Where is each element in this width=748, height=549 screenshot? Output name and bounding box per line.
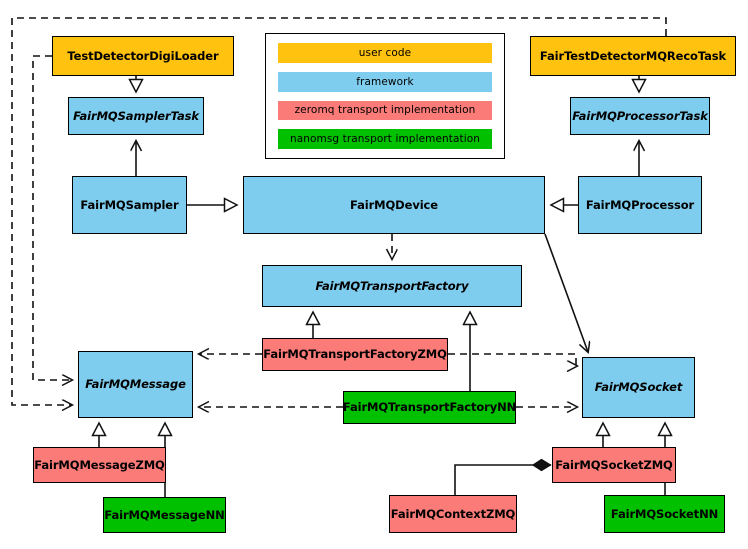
class-node-fairmqtransportfactoryzmq[interactable]: FairMQTransportFactoryZMQ (262, 338, 448, 371)
legend-item-framework: framework (278, 71, 492, 92)
class-node-fairmqmessagenn[interactable]: FairMQMessageNN (103, 497, 226, 533)
legend-item-zeromq: zeromq transport implementation (278, 100, 492, 121)
class-node-fairmqsocketnn[interactable]: FairMQSocketNN (604, 495, 725, 533)
class-node-fairmqsocket[interactable]: FairMQSocket (582, 357, 695, 418)
class-node-fairmqcontextzmq[interactable]: FairMQContextZMQ (389, 495, 517, 533)
class-node-fairmqprocessortask[interactable]: FairMQProcessorTask (570, 97, 710, 135)
class-node-fairmqdevice[interactable]: FairMQDevice (243, 176, 545, 234)
class-node-fairtestdetectormqrecotask[interactable]: FairTestDetectorMQRecoTask (530, 36, 736, 76)
legend-item-user-code: user code (278, 43, 492, 63)
class-node-fairmqsamplertask[interactable]: FairMQSamplerTask (68, 97, 204, 135)
class-node-fairmqmessage[interactable]: FairMQMessage (78, 351, 193, 418)
class-node-testdetectordigiloader[interactable]: TestDetectorDigiLoader (52, 36, 234, 76)
class-node-fairmqsampler[interactable]: FairMQSampler (72, 176, 187, 234)
class-node-fairmqprocessor[interactable]: FairMQProcessor (578, 176, 702, 234)
class-node-fairmqtransportfactorynn[interactable]: FairMQTransportFactoryNN (343, 391, 516, 424)
legend-item-nanomsg: nanomsg transport implementation (278, 129, 492, 149)
class-node-fairmqmessagezmq[interactable]: FairMQMessageZMQ (33, 447, 166, 483)
class-node-fairmqsocketzmq[interactable]: FairMQSocketZMQ (552, 447, 676, 483)
legend: user code framework zeromq transport imp… (265, 33, 505, 159)
class-node-fairmqtransportfactory[interactable]: FairMQTransportFactory (262, 265, 522, 307)
